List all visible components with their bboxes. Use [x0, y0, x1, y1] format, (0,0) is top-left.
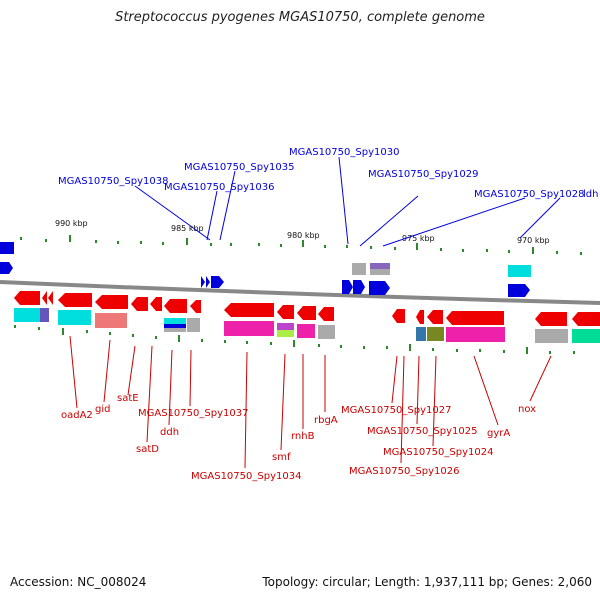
- gene-reverse[interactable]: [95, 295, 128, 309]
- gene-label-oadA2[interactable]: oadA2: [61, 410, 93, 421]
- scale-label-970: 970 kbp: [517, 236, 550, 245]
- gene-label-rbgA[interactable]: rbgA: [314, 415, 338, 426]
- gene-label-spy1034[interactable]: MGAS10750_Spy1034: [191, 471, 301, 482]
- scale-label-990: 990 kbp: [55, 219, 88, 228]
- gene-forward[interactable]: [369, 281, 390, 295]
- gene-label-nox[interactable]: nox: [518, 404, 536, 415]
- gene-reverse[interactable]: [164, 299, 187, 313]
- gene-forward[interactable]: [508, 284, 530, 297]
- forward-domain-blocks: [352, 263, 531, 277]
- gene-reverse[interactable]: [318, 307, 334, 321]
- gene-label-spy1027[interactable]: MGAS10750_Spy1027: [341, 405, 451, 416]
- gene-reverse[interactable]: [427, 310, 443, 324]
- genome-title: Streptococcus pyogenes MGAS10750, comple…: [115, 10, 485, 25]
- gene-reverse[interactable]: [224, 303, 274, 317]
- genome-stats-text: Topology: circular; Length: 1,937,111 bp…: [262, 575, 592, 589]
- gene-forward[interactable]: [0, 262, 13, 274]
- gene-reverse[interactable]: [277, 305, 294, 319]
- bottom-labels: oadA2 gid satE satD MGAS10750_Spy1037 dd…: [61, 393, 536, 482]
- gene-label-spy1025[interactable]: MGAS10750_Spy1025: [367, 426, 477, 437]
- lower-scale: [14, 325, 575, 354]
- scale-label-980: 980 kbp: [287, 231, 320, 240]
- gene-reverse[interactable]: [150, 297, 162, 311]
- gene-reverse[interactable]: [297, 306, 316, 320]
- gene-forward[interactable]: [201, 276, 210, 288]
- gene-reverse[interactable]: [14, 291, 40, 305]
- gene-forward[interactable]: [211, 276, 224, 288]
- bottom-leader-lines: [69, 335, 552, 469]
- reverse-genes: [14, 291, 600, 326]
- gene-label-smf[interactable]: smf: [272, 452, 291, 463]
- gene-forward[interactable]: [353, 280, 365, 294]
- gene-label-spy1029[interactable]: MGAS10750_Spy1029: [368, 169, 478, 180]
- gene-label-ldh[interactable]: ldh: [583, 189, 598, 200]
- gene-label-spy1038[interactable]: MGAS10750_Spy1038: [58, 176, 168, 187]
- upper-scale: 990 kbp 985 kbp 980 kbp 975 kbp 970 kbp: [20, 219, 582, 255]
- gene-label-gid[interactable]: gid: [95, 404, 110, 415]
- gene-label-ddh[interactable]: ddh: [160, 427, 179, 438]
- forward-genes: [0, 242, 530, 297]
- gene-reverse[interactable]: [572, 312, 600, 326]
- gene-reverse[interactable]: [535, 312, 567, 326]
- scale-label-985: 985 kbp: [171, 224, 204, 233]
- gene-label-spy1024[interactable]: MGAS10750_Spy1024: [383, 447, 493, 458]
- scale-label-975: 975 kbp: [402, 234, 435, 243]
- gene-label-spy1037[interactable]: MGAS10750_Spy1037: [138, 408, 248, 419]
- top-leader-lines: [134, 156, 561, 247]
- gene-forward[interactable]: [342, 280, 353, 294]
- gene-label-satE[interactable]: satE: [117, 393, 139, 404]
- gene-reverse[interactable]: [446, 311, 504, 325]
- gene-label-spy1036[interactable]: MGAS10750_Spy1036: [164, 182, 274, 193]
- reverse-domain-blocks: [14, 308, 600, 343]
- gene-label-gyrA[interactable]: gyrA: [487, 428, 510, 439]
- gene-label-rnhB[interactable]: rnhB: [291, 431, 315, 442]
- gene-reverse[interactable]: [131, 297, 148, 311]
- accession-text: Accession: NC_008024: [10, 575, 147, 589]
- gene-label-spy1028[interactable]: MGAS10750_Spy1028: [474, 189, 584, 200]
- gene-reverse[interactable]: [42, 291, 53, 305]
- genome-backbone: [0, 280, 600, 305]
- gene-reverse[interactable]: [190, 300, 201, 313]
- top-labels: MGAS10750_Spy1038 MGAS10750_Spy1035 MGAS…: [58, 147, 598, 200]
- gene-reverse[interactable]: [416, 310, 424, 324]
- gene-reverse[interactable]: [58, 293, 92, 307]
- gene-label-spy1026[interactable]: MGAS10750_Spy1026: [349, 466, 459, 477]
- gene-label-satD[interactable]: satD: [136, 444, 159, 455]
- gene-reverse[interactable]: [392, 309, 405, 323]
- gene-forward[interactable]: [0, 242, 14, 254]
- gene-label-spy1030[interactable]: MGAS10750_Spy1030: [289, 147, 399, 158]
- gene-label-spy1035[interactable]: MGAS10750_Spy1035: [184, 162, 294, 173]
